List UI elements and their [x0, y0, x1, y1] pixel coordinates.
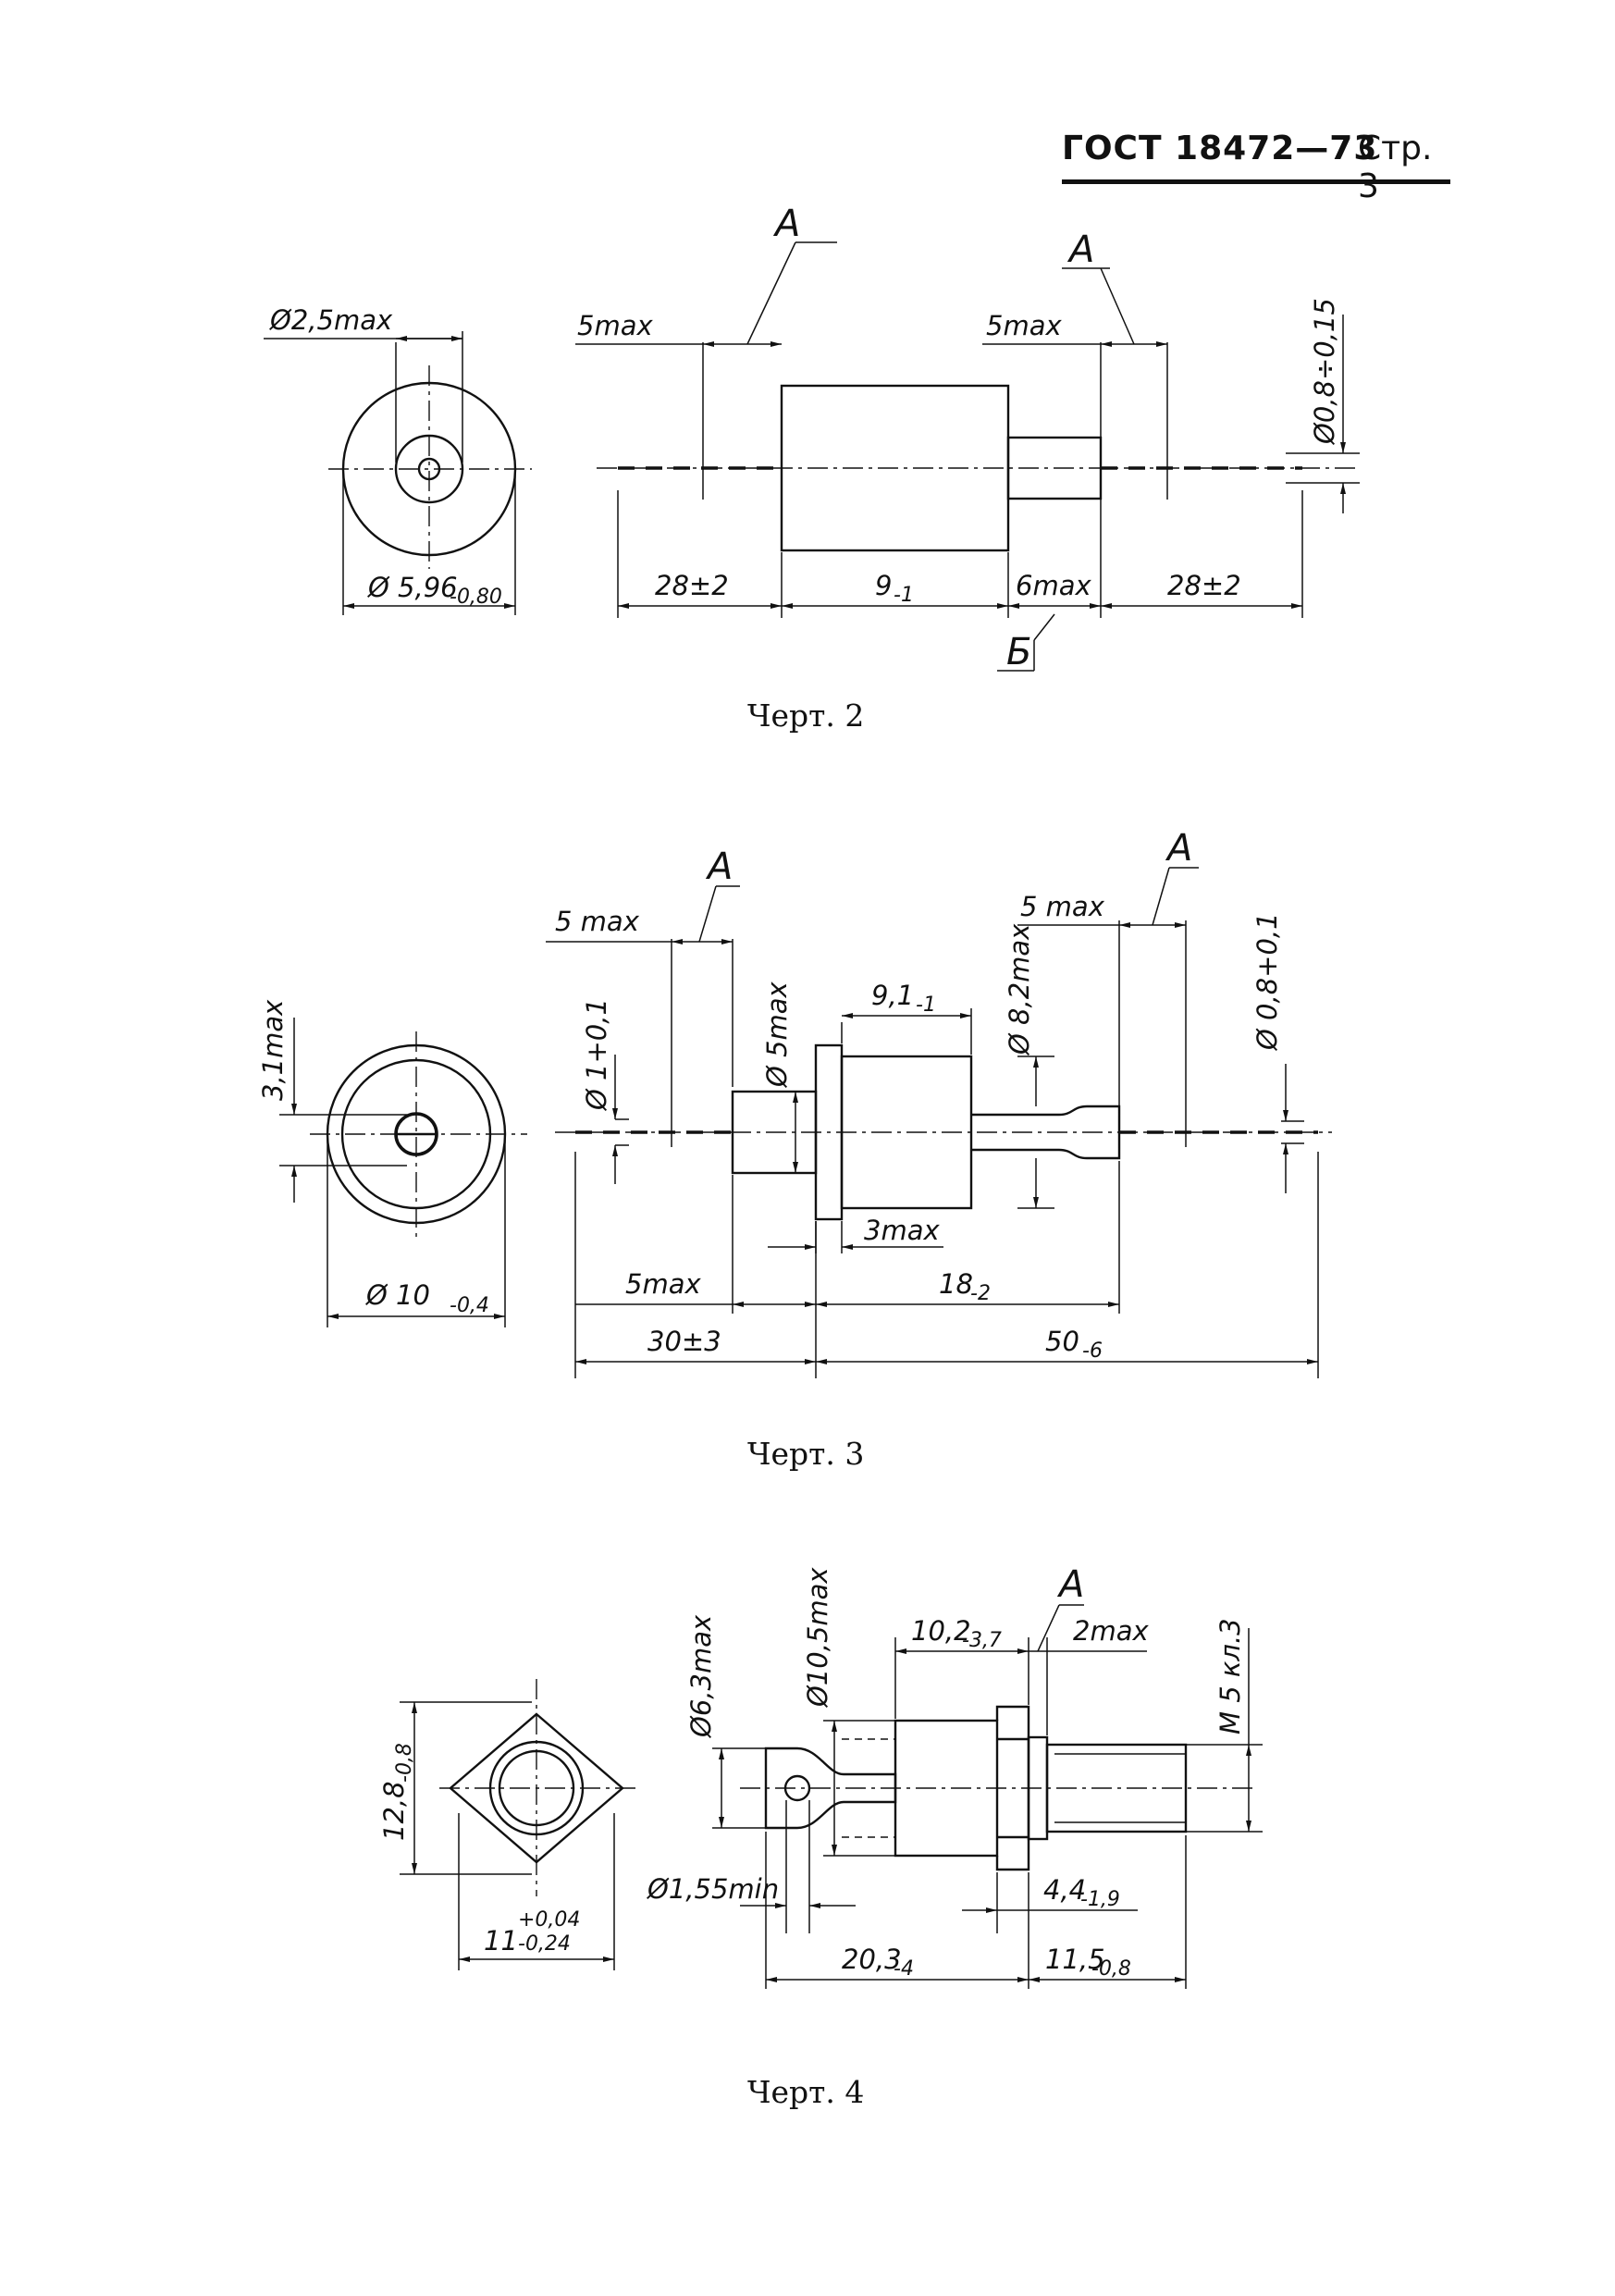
fig4-total-left-tol: -4 [894, 1957, 914, 1981]
fig4-total-left: 20,3 [842, 1944, 902, 1975]
fig4-stud [1045, 1743, 1188, 1833]
fig4-end-view: 12,8 -0,8 11 +0,04 -0,24 [378, 1679, 638, 1970]
fig2-lead-right-label: 28±2 [1167, 570, 1241, 601]
fig3-end-view: 3,1max Ø 10 -0,4 [257, 999, 527, 1327]
fig3-height-label: 3,1max [257, 999, 289, 1101]
fig3-body-length-tol: -1 [916, 994, 936, 1017]
fig4-terminal-dia: Ø6,3max [685, 1614, 717, 1738]
fig4-body-dia: Ø10,5max [802, 1567, 833, 1708]
fig4-hex-height: 12,8 [378, 1781, 410, 1841]
fig3-lead-max-right: 5 max [1020, 891, 1105, 922]
fig3-leader-a [698, 885, 717, 943]
fig2-section-a2: А [1066, 228, 1094, 271]
fig4-stud-len-tol: -1,9 [1080, 1888, 1120, 1911]
fig3-body-total-tol: -2 [970, 1282, 991, 1305]
fig2-body-dia-label: Ø 5,96 [367, 572, 458, 603]
fig4-body-length-tol: -3,7 [962, 1629, 1002, 1652]
fig4-thread: М 5 кл.3 [1214, 1618, 1246, 1734]
fig2-lead-dia: Ø0,8÷0,15 [1309, 298, 1340, 445]
fig3-section-a: А [705, 846, 733, 888]
fig3-flange-tol: -0,4 [450, 1294, 489, 1317]
fig2-section-a: А [772, 203, 800, 245]
fig3-lead-right: 50 [1045, 1326, 1079, 1357]
header-rule [1062, 179, 1450, 184]
fig3-lead-left-dia: Ø 1+0,1 [581, 998, 612, 1111]
fig3-body [840, 1055, 973, 1210]
fig4-total-right-tol: -0,8 [1091, 1957, 1131, 1981]
standard-number: ГОСТ 18472—73 [1062, 130, 1378, 167]
fig3-lead-right-dia: Ø 0,8+0,1 [1251, 912, 1283, 1051]
fig3-leader-a2 [1152, 867, 1170, 926]
fig3-base-length: 5max [625, 1268, 701, 1300]
fig2-lead-left-label: 28±2 [655, 570, 729, 601]
fig3-lead-right-tol: -6 [1082, 1339, 1103, 1363]
fig2-body-length-tol: -1 [894, 584, 914, 607]
fig3-body-length: 9,1 [871, 980, 914, 1011]
fig4-total-right: 11,5 [1045, 1944, 1105, 1975]
fig2-leader-b [1033, 613, 1055, 641]
fig3-flange-thk: 3max [864, 1215, 940, 1246]
fig4-section-a: А [1056, 1563, 1084, 1606]
fig4-stud-len: 4,4 [1043, 1874, 1086, 1906]
fig2-lead-max-right: 5max [986, 310, 1062, 341]
fig3-lead-max-left: 5 max [555, 906, 640, 937]
fig3-base-dia: Ø 5max [761, 981, 793, 1088]
fig4-hole-min: Ø1,55min [647, 1873, 779, 1905]
fig4-hex-height-tol: -0,8 [393, 1743, 416, 1783]
fig2-neck-label: 6max [1016, 570, 1091, 601]
fig3-tube-dia: Ø 8,2max [1004, 923, 1035, 1055]
fig4-hex-width: 11 [484, 1925, 518, 1957]
page-header: ГОСТ 18472—73 Стр. 3 [1062, 130, 1450, 205]
fig4-body [894, 1719, 999, 1858]
fig2-lead-dia-label: Ø2,5max [269, 304, 393, 336]
fig2-lead-max-left: 5max [577, 310, 653, 341]
fig3-caption: Черт. 3 [747, 1436, 864, 1472]
fig2-side-view: 28±2 9 -1 6max 28±2 5max А 5max А [575, 203, 1360, 673]
fig3-side-view: 5 max А 5 max А Ø 1+0,1 Ø 5max [546, 827, 1332, 1378]
fig2-leader-a [746, 241, 796, 345]
fig4-flange-max: 2max [1073, 1615, 1149, 1647]
fig2-caption: Черт. 2 [747, 697, 864, 734]
fig4-body-length: 10,2 [911, 1615, 971, 1647]
fig4-hex-width-tol-up: +0,04 [518, 1908, 580, 1932]
fig4-caption: Черт. 4 [747, 2074, 864, 2110]
fig2-end-view: Ø2,5max Ø 5,96 -0,80 [264, 304, 532, 615]
fig4-side-view: Ø6,3max Ø10,5max 10,2 -3,7 2max А [647, 1563, 1263, 1989]
fig2-section-b: Б [1006, 631, 1031, 673]
fig4-hex-width-tol-dn: -0,24 [518, 1932, 571, 1956]
figure-2: Ø2,5max Ø 5,96 -0,80 [264, 203, 1360, 734]
fig3-section-a2: А [1165, 827, 1192, 870]
fig2-neck [1006, 436, 1103, 500]
fig3-flange-label: Ø 10 [365, 1279, 430, 1311]
figure-3: 3,1max Ø 10 -0,4 5 max [257, 827, 1332, 1472]
fig3-lead-left: 30±3 [647, 1326, 721, 1357]
page-number: Стр. 3 [1358, 130, 1433, 205]
fig2-leader-a2 [1100, 267, 1135, 345]
fig2-body-dia-tol: -0,80 [450, 586, 502, 609]
fig3-body-total: 18 [939, 1268, 973, 1300]
fig2-body-length-label: 9 [875, 570, 892, 601]
figure-4: 12,8 -0,8 11 +0,04 -0,24 [378, 1563, 1263, 2110]
fig4-lug-hole [783, 1774, 811, 1802]
fig4-leader-a [1037, 1604, 1060, 1652]
